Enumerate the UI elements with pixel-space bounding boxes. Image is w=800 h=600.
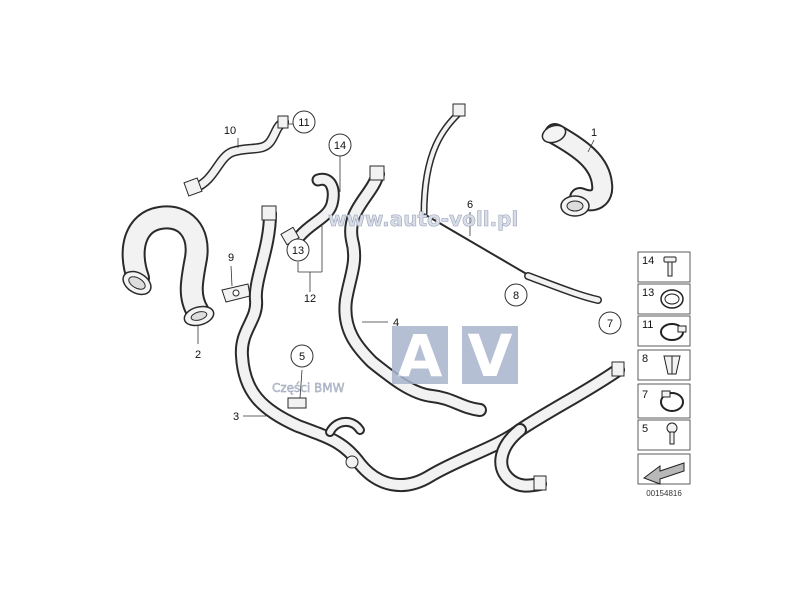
callout-8: 8 <box>504 283 528 307</box>
callout-3: 3 <box>233 411 239 423</box>
callout-11: 11 <box>292 110 316 134</box>
callout-10: 10 <box>224 125 236 137</box>
legend-label-13: 13 <box>642 287 654 299</box>
svg-text:3: 3 <box>233 411 239 423</box>
callout-1: 1 <box>591 127 597 139</box>
legend-label-11: 11 <box>642 319 653 331</box>
svg-text:9: 9 <box>228 252 234 264</box>
document-number: 00154816 <box>646 489 682 498</box>
seal-ring-icon <box>660 289 684 309</box>
callout-6: 6 <box>467 199 473 211</box>
svg-text:14: 14 <box>334 140 346 152</box>
svg-text:5: 5 <box>299 351 305 363</box>
bracket-part-9 <box>221 283 251 303</box>
callout-9: 9 <box>228 252 234 264</box>
callout-5: 5 <box>290 344 314 368</box>
svg-text:2: 2 <box>195 349 201 361</box>
callout-13: 13 <box>286 238 310 262</box>
svg-text:7: 7 <box>607 318 613 330</box>
legend-label-5: 5 <box>642 423 648 435</box>
hose-part-1 <box>541 123 614 217</box>
screw-icon <box>663 256 677 277</box>
parts-legend: 14 13 11 8 7 5 <box>637 251 691 498</box>
svg-text:12: 12 <box>304 293 316 305</box>
hose-clamp-icon <box>660 390 684 412</box>
leader-lines <box>197 123 595 417</box>
svg-text:13: 13 <box>292 245 304 257</box>
callout-7: 7 <box>598 311 622 335</box>
watermark-letter-a: A <box>398 322 443 390</box>
hose-part-2 <box>121 205 215 327</box>
callout-12: 12 <box>304 293 316 305</box>
direction-arrow-icon <box>642 462 685 485</box>
hose-part-14 <box>280 172 340 246</box>
legend-label-14: 14 <box>642 255 654 267</box>
watermark-url: www.auto-voll.pl <box>328 207 518 231</box>
watermark-logo: A V <box>392 322 518 390</box>
hose-part-3 <box>234 205 625 493</box>
svg-text:1: 1 <box>591 127 597 139</box>
watermark-letter-v: V <box>468 322 513 390</box>
svg-text:10: 10 <box>224 125 236 137</box>
svg-text:8: 8 <box>513 290 519 302</box>
callout-14: 14 <box>328 133 352 157</box>
svg-text:11: 11 <box>298 117 309 129</box>
svg-text:6: 6 <box>467 199 473 211</box>
legend-label-8: 8 <box>642 353 648 365</box>
hose-part-6 <box>420 103 602 304</box>
hose-clamp-icon <box>660 323 687 341</box>
hose-part-4 <box>338 165 487 417</box>
clip-icon <box>663 355 681 375</box>
legend-label-7: 7 <box>642 389 648 401</box>
screw-icon <box>666 422 678 445</box>
svg-text:4: 4 <box>393 317 399 329</box>
callout-2: 2 <box>195 349 201 361</box>
watermark-brand: Części BMW <box>272 381 345 395</box>
hose-part-10 <box>183 115 289 197</box>
callout-4: 4 <box>393 317 399 329</box>
